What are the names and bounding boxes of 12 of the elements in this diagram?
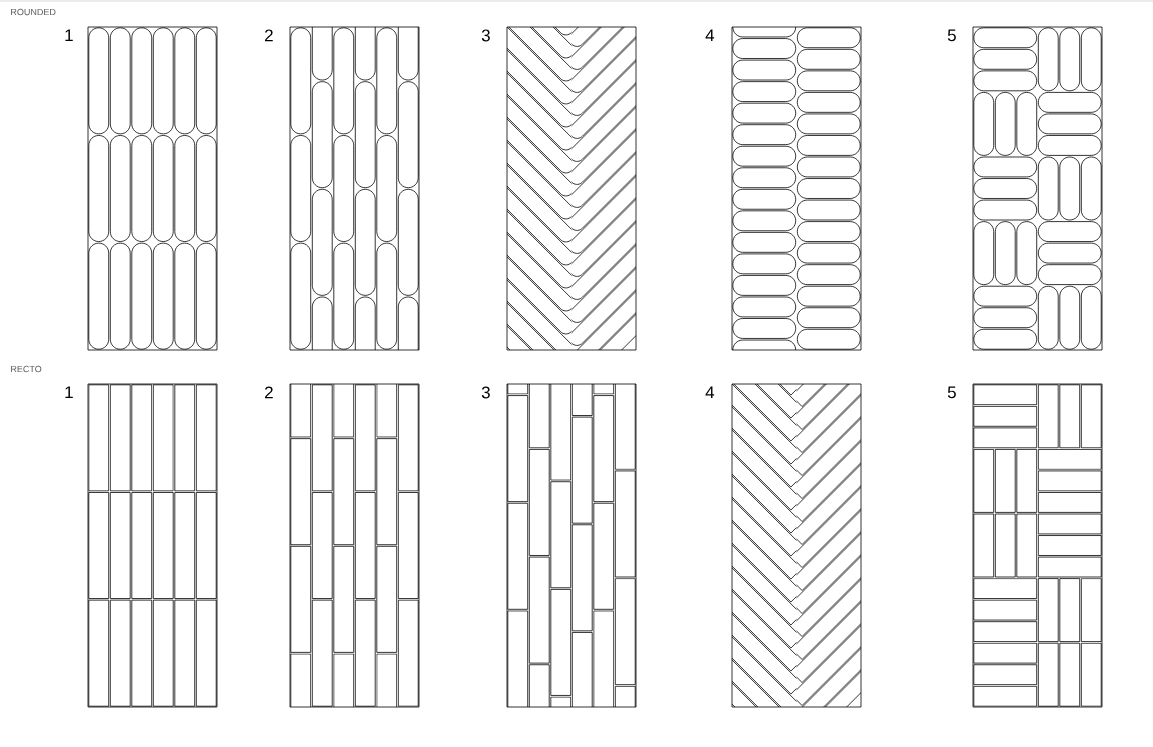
pattern-number: 5 (947, 386, 956, 399)
pattern-number: 4 (705, 29, 715, 42)
pattern-number: 1 (65, 386, 73, 399)
pattern-number: 3 (481, 386, 490, 399)
section-heading: RECTO (11, 365, 42, 373)
pattern-number: 4 (705, 386, 715, 399)
pattern-number: 2 (265, 386, 273, 399)
pattern-number: 5 (947, 29, 956, 42)
section-heading: ROUNDED (11, 8, 56, 16)
pattern-number: 2 (265, 29, 273, 42)
pattern-number: 1 (65, 29, 73, 42)
pattern-number: 3 (481, 29, 490, 42)
